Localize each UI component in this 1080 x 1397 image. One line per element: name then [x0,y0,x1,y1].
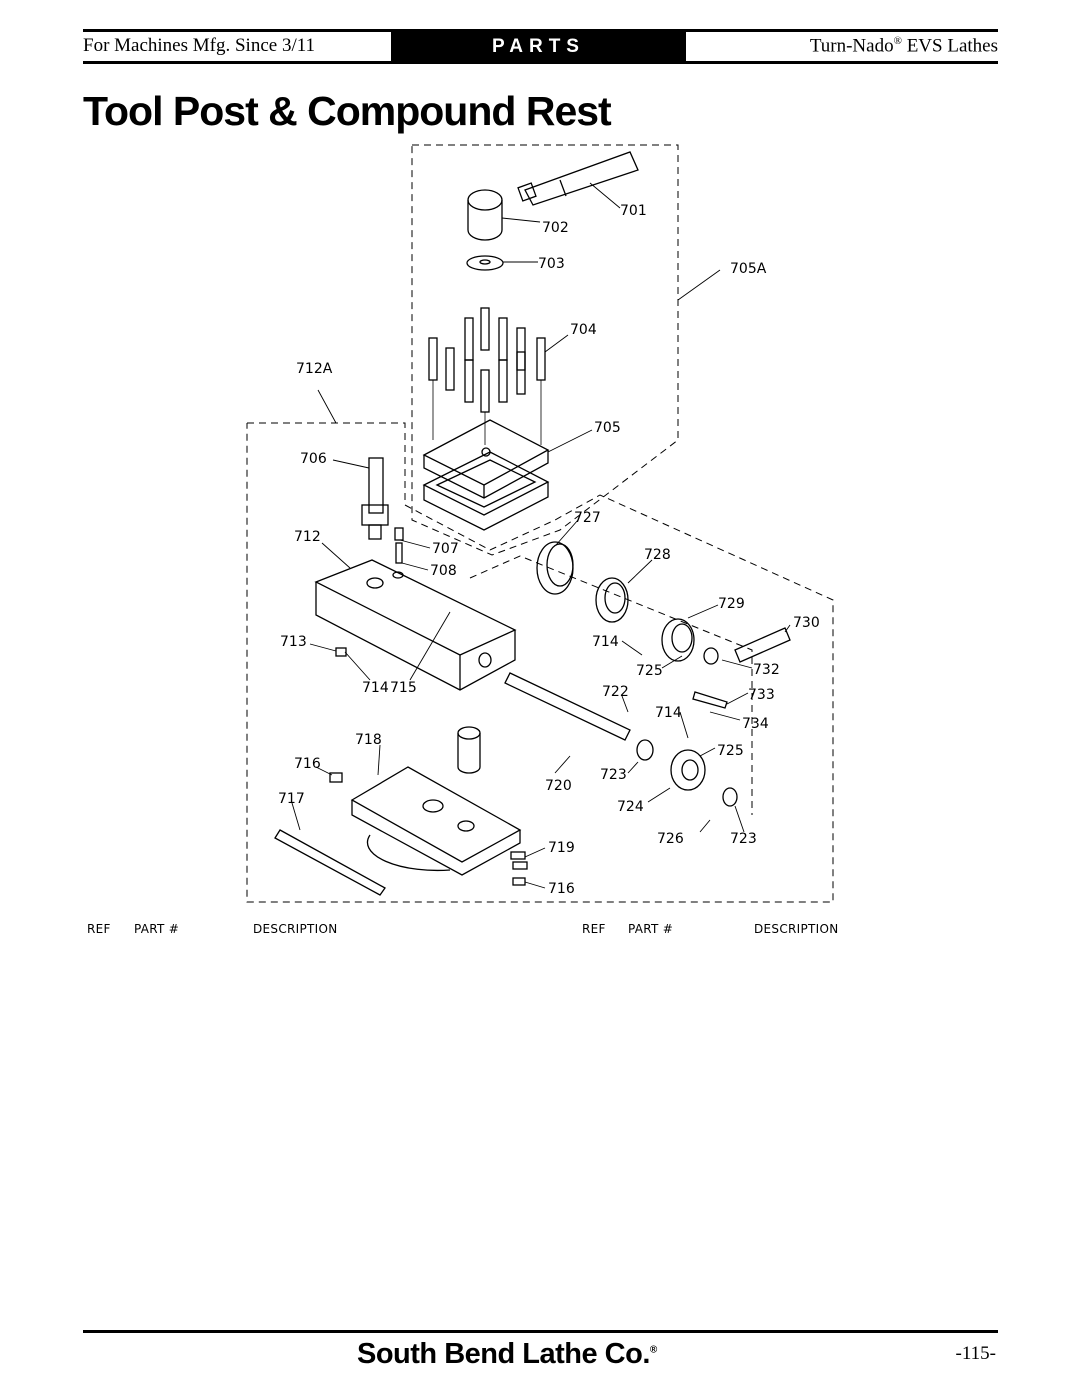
callout-label: 716 [294,756,321,772]
callout-label: 712 [294,529,321,545]
col-ref-right: REF [582,922,606,936]
callout-label: 705A [730,261,767,277]
callout-label: 707 [432,541,459,557]
header-right-text: Turn-Nado® EVS Lathes [809,35,998,57]
callout-label: 730 [793,615,820,631]
callout-label: 704 [570,322,597,338]
callout-label: 723 [600,767,627,783]
callout-label: 717 [278,791,305,807]
callout-label: 715 [390,680,417,696]
callout-label: 722 [602,684,629,700]
callout-label: 714 [655,705,682,721]
callout-label: 714 [362,680,389,696]
footer-rule [83,1330,998,1333]
page-title: Tool Post & Compound Rest [83,88,612,134]
callout-label: 732 [753,662,780,678]
callout-label: 718 [355,732,382,748]
callout-label: 719 [548,840,575,856]
callout-label: 708 [430,563,457,579]
col-part-right: PART # [628,922,674,936]
callout-labels: 701 702 703 705A 704 712A 705 706 727 71… [278,203,820,897]
callout-label: 703 [538,256,565,272]
callout-label: 712A [296,361,333,377]
callout-label: 702 [542,220,569,236]
header-left-text: For Machines Mfg. Since 3/11 [83,35,316,56]
callout-label: 705 [594,420,621,436]
callout-label: 734 [742,716,769,732]
callout-label: 706 [300,451,327,467]
header-top-rule [83,29,998,32]
callout-label: 726 [657,831,684,847]
callout-label: 723 [730,831,757,847]
bolts-704 [428,307,546,413]
col-ref-left: REF [87,922,111,936]
callout-label: 727 [574,510,601,526]
callout-label: 729 [718,596,745,612]
callout-label: 724 [617,799,644,815]
col-desc-right: DESCRIPTION [754,922,839,936]
callout-label: 728 [644,547,671,563]
col-desc-left: DESCRIPTION [253,922,338,936]
callout-label: 725 [636,663,663,679]
callout-label: 714 [592,634,619,650]
callout-label: 733 [748,687,775,703]
block-712 [314,559,517,691]
section-tab: PARTS [391,32,686,61]
callout-label: 701 [620,203,647,219]
handle-701 [517,151,639,206]
header-bottom-rule [83,61,998,64]
post-706 [361,457,389,540]
callout-label: 720 [545,778,572,794]
callout-label: 716 [548,881,575,897]
col-part-left: PART # [134,922,180,936]
callout-label: 713 [280,634,307,650]
footer-brand: South Bend Lathe Co.® [357,1338,657,1370]
top-plate-705 [422,419,550,499]
callout-label: 725 [717,743,744,759]
page-number: -115- [955,1343,996,1364]
